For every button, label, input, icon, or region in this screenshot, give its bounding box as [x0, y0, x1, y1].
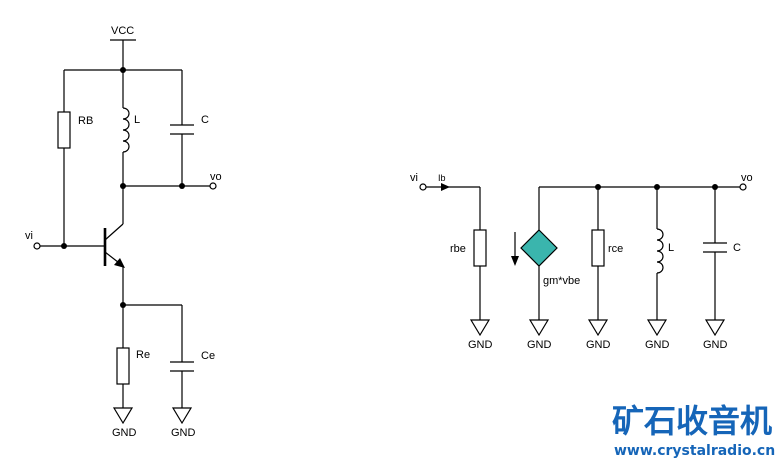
rb-resistor-icon: [57, 70, 71, 246]
rbe-resistor-icon: [473, 187, 487, 320]
rce-label: rce: [608, 243, 623, 255]
gnd-label: GND: [586, 339, 611, 351]
ground-icon: [171, 407, 193, 425]
ground-icon: [704, 319, 726, 337]
re-label: Re: [136, 349, 150, 361]
dependent-current-source-icon: [511, 187, 558, 320]
vcc-label: VCC: [111, 25, 134, 37]
gnd-label: GND: [468, 339, 493, 351]
l-label: L: [134, 114, 140, 126]
ib-label: Ib: [438, 173, 446, 183]
ground-icon: [587, 319, 609, 337]
re-resistor-icon: [116, 305, 130, 408]
capacitor-icon: [170, 70, 194, 186]
c-label: C: [201, 114, 209, 126]
vi-terminal: [419, 183, 427, 191]
left-circuit: VCC RB L C vo v: [25, 25, 222, 439]
rce-resistor-icon: [591, 187, 605, 320]
rb-label: RB: [78, 115, 93, 127]
gnd-label: GND: [112, 427, 137, 439]
gnd-label: GND: [645, 339, 670, 351]
vi-label: vi: [25, 230, 33, 242]
vi-terminal: [33, 242, 41, 250]
ce-label: Ce: [201, 350, 215, 362]
watermark-url: www.crystalradio.cn: [614, 443, 775, 459]
inductor-icon: [656, 187, 664, 320]
ground-icon: [646, 319, 668, 337]
right-circuit: vi Ib rbe vo gm*vbe rce: [410, 172, 753, 351]
vo-terminal: [209, 182, 217, 190]
vi-label: vi: [410, 172, 418, 184]
vo-label: vo: [210, 171, 222, 183]
watermark: 矿石收音机 www.crystalradio.cn: [612, 402, 775, 459]
gnd-label: GND: [171, 427, 196, 439]
rbe-label: rbe: [450, 243, 466, 255]
vo-terminal: [739, 183, 747, 191]
capacitor-icon: [703, 187, 727, 320]
watermark-chinese: 矿石收音机: [612, 402, 772, 440]
vo-label: vo: [741, 172, 753, 184]
ce-capacitor-icon: [170, 305, 194, 408]
npn-transistor-icon: [103, 186, 125, 305]
inductor-icon: [122, 70, 130, 186]
ground-icon: [112, 407, 134, 425]
l-label: L: [668, 242, 674, 254]
gnd-label: GND: [703, 339, 728, 351]
ground-icon: [469, 319, 491, 337]
current-arrow-icon: [441, 183, 450, 191]
gm-vbe-label: gm*vbe: [543, 275, 580, 287]
gnd-label: GND: [527, 339, 552, 351]
ground-icon: [528, 319, 550, 337]
c-label: C: [733, 242, 741, 254]
